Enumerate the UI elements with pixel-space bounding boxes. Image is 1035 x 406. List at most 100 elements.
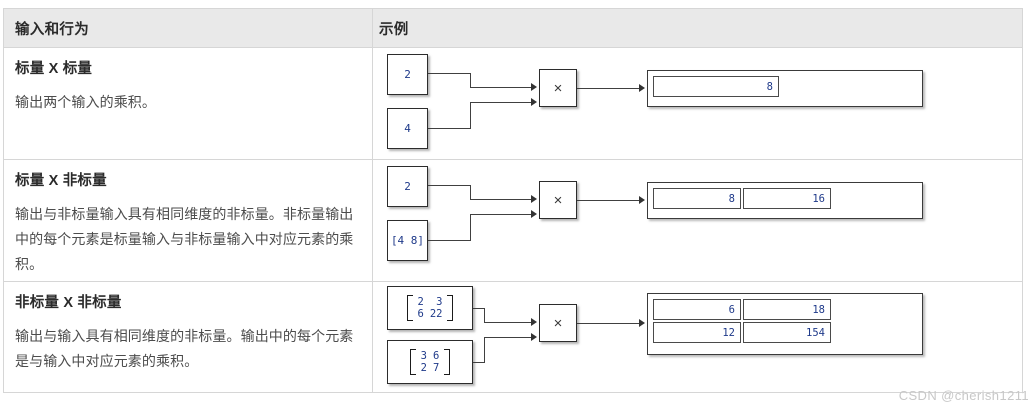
display-cell: 6 [653,299,741,320]
watermark-text: CSDN @cherish1211 [898,388,1029,403]
row-1-description-cell: 标量 X 标量 输出两个输入的乘积。 [4,48,373,159]
wire-segment [470,87,533,89]
table-row: 非标量 X 非标量 输出与输入具有相同维度的非标量。输出中的每个元素是与输入中对… [4,281,1022,393]
wire-segment [428,240,471,242]
row-2-example-cell: 2 [4 8] × [373,160,1022,281]
display-block[interactable]: 6 18 12 154 [647,293,923,355]
wire-arrowhead [531,210,537,218]
wire-arrowhead [531,333,537,341]
wire-segment [484,322,533,324]
row-1-block-diagram: 2 4 × [373,48,1022,159]
wire-segment [577,323,641,325]
matrix-cell: 2 [417,296,424,308]
display-grid: 8 16 [653,188,831,209]
multiply-operator-icon: × [553,79,563,97]
row-2-title: 标量 X 非标量 [15,173,107,189]
wire-segment [428,128,471,130]
matrix-cell: 22 [429,308,443,320]
row-3-title: 非标量 X 非标量 [15,295,122,311]
display-cell: 12 [653,322,741,343]
constant-block-b[interactable]: 4 [387,108,428,149]
multiply-operator-icon: × [553,191,563,209]
display-row: 8 16 [653,188,831,209]
wire-arrowhead [639,319,645,327]
multiply-block[interactable]: × [539,69,577,107]
wire-arrowhead [639,84,645,92]
matrix-b-content: 3 6 2 7 [409,349,451,375]
table-row: 标量 X 标量 输出两个输入的乘积。 2 4 [4,47,1022,159]
row-3-body: 输出与输入具有相同维度的非标量。输出中的每个元素是与输入中对应元素的乘积。 [15,328,354,369]
wire-segment [428,185,471,187]
display-row: 12 154 [653,322,831,343]
bracket-left-icon [406,295,413,321]
wire-arrowhead [531,195,537,203]
matrix-cell: 3 [420,350,427,362]
row-2-body: 输出与非标量输入具有相同维度的非标量。非标量输出中的每个元素是标量输入与非标量输… [15,206,354,272]
matrix-row: 3 6 [418,350,443,362]
row-3-block-diagram: 2 3 6 22 [373,282,1022,393]
display-cell: 8 [653,76,779,97]
display-cell: 18 [743,299,831,320]
matrix-row: 2 7 [418,362,443,374]
header-cell-example: 示例 [373,9,1022,47]
multiply-block[interactable]: × [539,304,577,342]
constant-block-b[interactable]: [4 8] [387,220,428,261]
wire-segment [470,214,533,216]
wire-segment [473,362,485,364]
matrix-row: 2 3 [415,296,446,308]
display-row: 8 [653,76,779,97]
wire-segment [470,102,533,104]
display-grid: 6 18 12 154 [653,299,831,343]
bracket-left-icon [409,349,416,375]
display-row: 6 18 [653,299,831,320]
wire-segment [470,199,533,201]
wire-segment [470,215,472,241]
row-3-description-cell: 非标量 X 非标量 输出与输入具有相同维度的非标量。输出中的每个元素是与输入中对… [4,282,373,393]
column-header-description-label: 输入和行为 [15,21,89,38]
constant-block-a[interactable]: 2 [387,54,428,95]
bracket-right-icon [447,295,454,321]
wire-segment [470,103,472,129]
display-cell: 8 [653,188,741,209]
matrix-cell: 6 [417,308,424,320]
matrix-b-values: 3 6 2 7 [418,350,443,374]
constant-block-a[interactable]: 2 [387,166,428,207]
table-header-row: 输入和行为 示例 [4,9,1022,47]
matrix-cell: 2 [420,362,427,374]
constant-block-b-value: 4 [404,122,411,135]
constant-block-b-value: [4 8] [390,234,425,247]
wire-segment [484,337,486,363]
multiply-block[interactable]: × [539,181,577,219]
wire-segment [484,337,533,339]
wire-arrowhead [531,83,537,91]
wire-arrowhead [531,98,537,106]
constant-block-a-value: 2 [404,68,411,81]
wire-segment [470,185,472,200]
bracket-right-icon [444,349,451,375]
display-cell: 16 [743,188,831,209]
display-cell: 154 [743,322,831,343]
column-header-example-label: 示例 [379,21,409,38]
row-1-body: 输出两个输入的乘积。 [15,94,156,110]
wire-segment [473,308,485,310]
table-row: 标量 X 非标量 输出与非标量输入具有相同维度的非标量。非标量输出中的每个元素是… [4,159,1022,281]
matrix-constant-block-b[interactable]: 3 6 2 7 [387,340,473,384]
matrix-cell: 3 [436,296,443,308]
multiply-operator-icon: × [553,314,563,332]
row-3-example-cell: 2 3 6 22 [373,282,1022,393]
constant-block-a-value: 2 [404,180,411,193]
row-2-block-diagram: 2 [4 8] × [373,160,1022,281]
matrix-a-content: 2 3 6 22 [406,295,454,321]
wire-segment [428,73,471,75]
display-block[interactable]: 8 [647,70,923,107]
wire-segment [577,200,641,202]
behavior-table: 输入和行为 示例 标量 X 标量 输出两个输入的乘积。 2 4 [3,8,1023,393]
wire-segment [470,73,472,88]
matrix-constant-block-a[interactable]: 2 3 6 22 [387,286,473,330]
header-cell-description: 输入和行为 [4,9,373,47]
matrix-a-values: 2 3 6 22 [415,296,446,320]
row-1-example-cell: 2 4 × [373,48,1022,159]
wire-arrowhead [639,196,645,204]
display-grid: 8 [653,76,779,97]
display-block[interactable]: 8 16 [647,182,923,219]
